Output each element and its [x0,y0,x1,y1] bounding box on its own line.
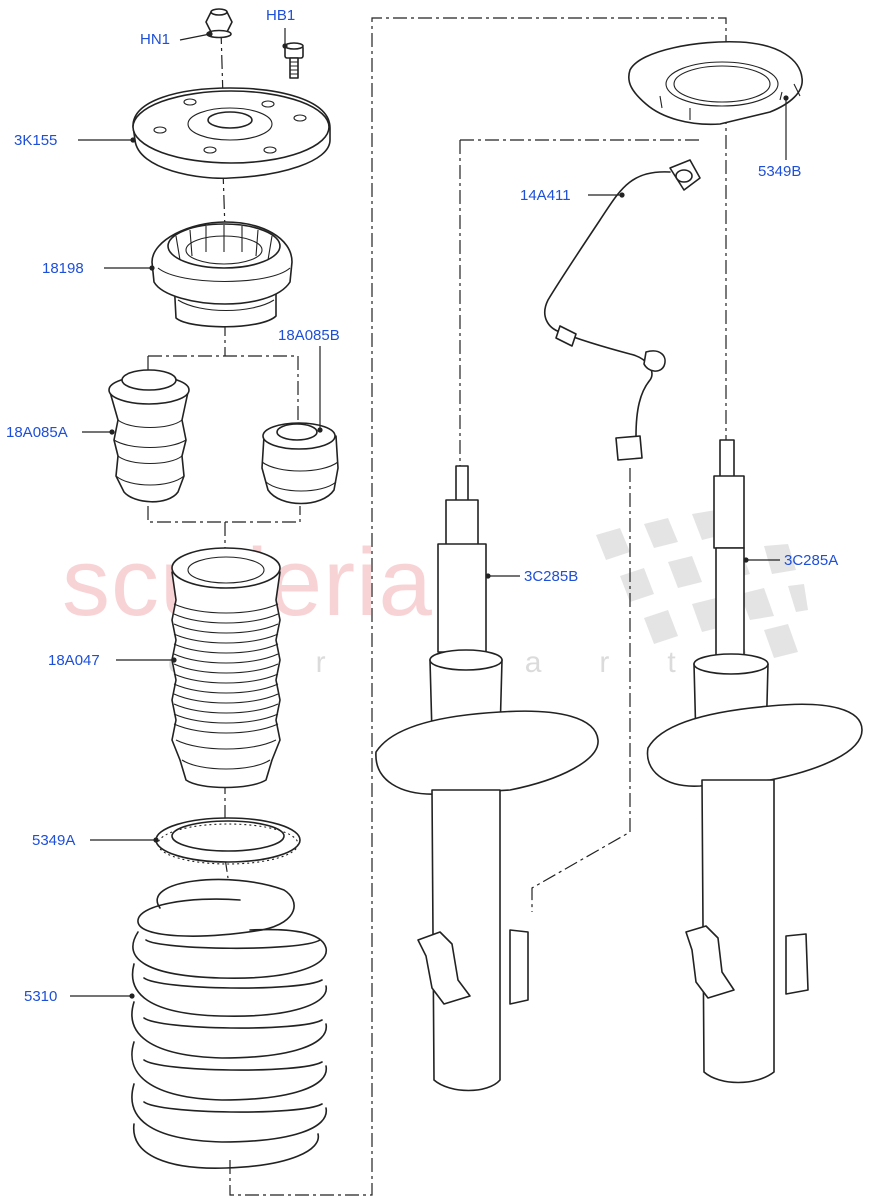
callout-5349a: 5349A [32,832,76,849]
strut-3c285b [375,465,599,1092]
sensor-wire-14a411 [544,159,701,461]
upper-seat-5349b [628,40,803,126]
dust-boot-18a047 [171,547,281,789]
spring-seat-5349a [155,817,301,865]
callout-18a085b: 18A085B [278,327,340,344]
callout-hb1: HB1 [266,7,296,24]
callout-18198: 18198 [42,260,84,277]
callout-hn1: HN1 [140,31,171,48]
coil-spring-5310 [131,878,327,1169]
checkered-flag-watermark [596,510,808,672]
callout-3c285a: 3C285A [784,552,839,569]
callout-18a047: 18A047 [48,652,100,669]
callout-14a411: 14A411 [520,187,571,204]
callout-18a085a: 18A085A [6,424,68,441]
bump-stop-18a085a [108,369,190,503]
top-mount-3k155 [132,87,331,180]
bearing-18198 [151,221,293,328]
callout-3k155: 3K155 [14,132,58,149]
callout-5349b: 5349B [758,163,802,180]
bump-stop-18a085b [261,422,339,505]
strut-3c285a [646,439,863,1084]
bolt-hb1 [284,42,304,79]
callout-leaders [70,28,789,999]
callout-3c285b: 3C285B [524,568,579,585]
callout-5310: 5310 [24,988,58,1005]
